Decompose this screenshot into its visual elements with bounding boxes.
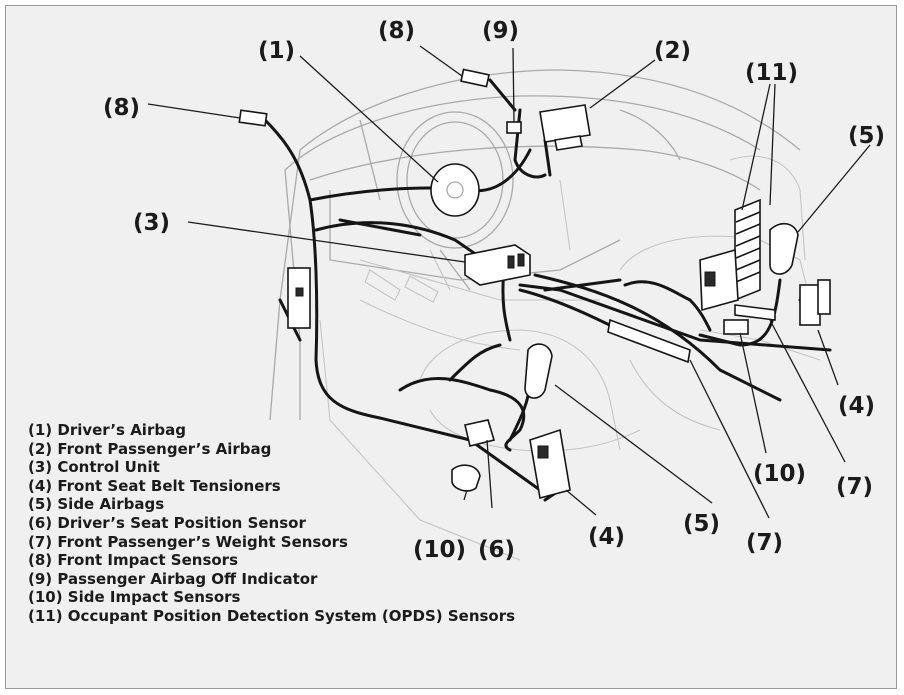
driver-airbag-part — [430, 163, 480, 217]
callout-3: (3) — [133, 210, 170, 236]
opds-sensor-array — [699, 198, 761, 312]
callout-10-left: (10) — [413, 537, 466, 563]
callout-7-right: (7) — [836, 474, 873, 500]
weight-sensor-front — [607, 318, 691, 364]
driver-side-airbag-part — [524, 343, 553, 399]
legend-item: (9) Passenger Airbag Off Indicator — [28, 569, 318, 588]
callout-4-driver: (4) — [588, 524, 625, 550]
front-impact-sensor-left — [238, 109, 268, 127]
component-parts — [238, 68, 831, 499]
control-unit-part — [464, 244, 531, 286]
legend-item: (7) Front Passenger’s Weight Sensors — [28, 532, 348, 551]
callout-10-right: (10) — [753, 461, 806, 487]
passenger-side-airbag-part — [769, 222, 799, 275]
legend-item: (8) Front Impact Sensors — [28, 551, 238, 570]
callout-7-lower: (7) — [746, 530, 783, 556]
legend-item: (4) Front Seat Belt Tensioners — [28, 476, 281, 495]
callout-11: (11) — [745, 60, 798, 86]
callout-5-driver: (5) — [683, 511, 720, 537]
legend-item: (11) Occupant Position Detection System … — [28, 606, 516, 625]
passenger-airbag-part — [539, 104, 591, 143]
callout-labels: (1) (2) (3) (4) (4) (5) (5) (6) (7) (7) … — [103, 18, 885, 563]
callout-8-top: (8) — [378, 18, 415, 44]
legend-item: (6) Driver’s Seat Position Sensor — [28, 513, 306, 532]
side-impact-sensor-left — [451, 464, 481, 492]
callout-5-passenger: (5) — [848, 123, 885, 149]
weight-sensor-rear — [734, 304, 776, 321]
component-legend: (1) Driver’s Airbag (2) Front Passenger’… — [28, 421, 515, 626]
callout-2: (2) — [654, 38, 691, 64]
callout-4-passenger: (4) — [838, 393, 875, 419]
seat-position-sensor-part — [464, 419, 496, 447]
diagram-frame — [5, 5, 897, 689]
legend-item: (1) Driver’s Airbag — [28, 421, 186, 439]
side-impact-module-left — [287, 267, 311, 329]
callout-6: (6) — [478, 537, 515, 563]
front-impact-sensor-right — [460, 68, 490, 88]
legend-item: (5) Side Airbags — [28, 495, 165, 514]
leader-lines — [147, 45, 871, 519]
passenger-belt-tensioner-part — [799, 284, 821, 326]
callout-1: (1) — [258, 38, 295, 64]
legend-item: (10) Side Impact Sensors — [28, 588, 241, 607]
side-impact-sensor-right — [723, 319, 749, 335]
legend-item: (2) Front Passenger’s Airbag — [28, 439, 272, 458]
airbag-off-indicator-part — [506, 121, 522, 134]
callout-9: (9) — [482, 18, 519, 44]
car-interior-outline — [269, 69, 821, 561]
legend-item: (3) Control Unit — [28, 458, 160, 477]
callout-8-left: (8) — [103, 95, 140, 121]
